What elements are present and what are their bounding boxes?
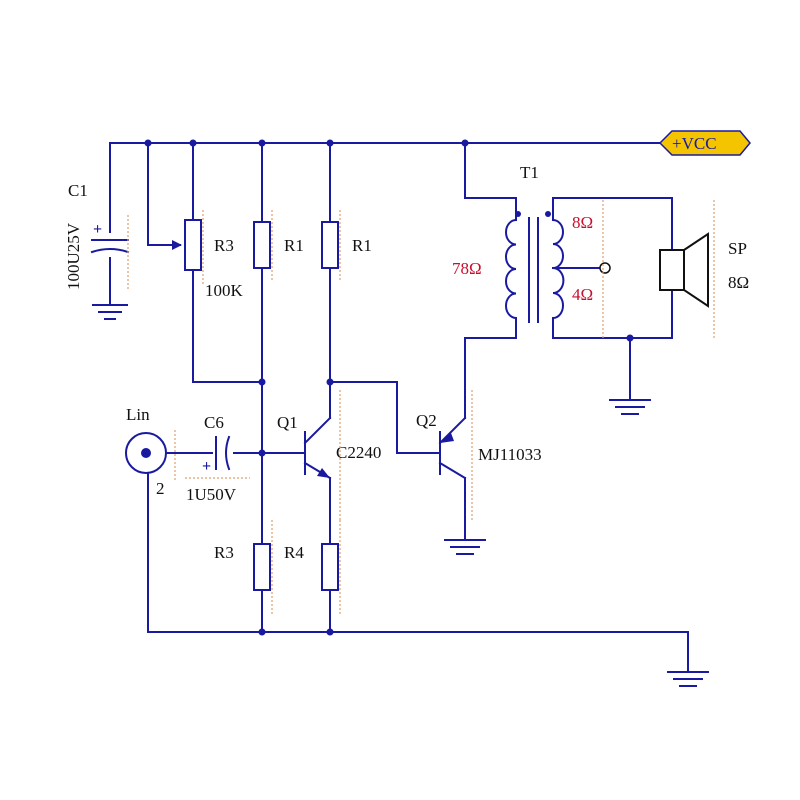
wires xyxy=(109,142,689,673)
q1-value: C2240 xyxy=(336,443,381,462)
r3-pot-value: 100K xyxy=(205,281,244,300)
speaker-value: 8Ω xyxy=(728,273,749,292)
resistor-r1-left: R1 xyxy=(253,210,304,280)
ground-c1 xyxy=(92,304,128,320)
q1-ref: Q1 xyxy=(277,413,298,432)
r4-ref: R4 xyxy=(284,543,304,562)
vcc-label: +VCC xyxy=(672,134,717,153)
junction-dots xyxy=(144,139,634,636)
c1-plus-sign: + xyxy=(93,221,102,238)
r1-right-ref: R1 xyxy=(352,236,372,255)
potentiometer-r3: R3 100K xyxy=(172,210,244,300)
c6-value: 1U50V xyxy=(186,485,237,504)
ground-speaker xyxy=(609,399,651,415)
c1-ref: C1 xyxy=(68,181,88,200)
speaker-sp: SP 8Ω xyxy=(659,200,749,340)
t1-secondary-top-value: 8Ω xyxy=(572,213,593,232)
transistor-q2: Q2 MJ11033 xyxy=(416,390,542,520)
r3-pot-ref: R3 xyxy=(214,236,234,255)
q2-ref: Q2 xyxy=(416,411,437,430)
lin-pin: 2 xyxy=(156,479,165,498)
ground-main xyxy=(667,671,709,687)
c6-ref: C6 xyxy=(204,413,224,432)
speaker-ref: SP xyxy=(728,239,747,258)
r1-left-ref: R1 xyxy=(284,236,304,255)
t1-secondary-bottom-value: 4Ω xyxy=(572,285,593,304)
capacitor-c6: + C6 1U50V xyxy=(185,413,250,504)
lin-ref: Lin xyxy=(126,405,150,424)
resistor-r1-right: R1 xyxy=(321,210,372,280)
c6-plus-sign: + xyxy=(202,458,211,475)
transistor-q1: Q1 C2240 xyxy=(277,390,381,520)
ground-q2 xyxy=(444,539,486,555)
resistor-r4: R4 xyxy=(284,520,341,615)
transformer-t1: T1 78Ω 8Ω 4Ω xyxy=(452,163,611,340)
r3-bottom-ref: R3 xyxy=(214,543,234,562)
capacitor-c1: + C1 100U25V xyxy=(64,181,130,290)
t1-primary-value: 78Ω xyxy=(452,259,482,278)
c1-value: 100U25V xyxy=(64,222,83,290)
resistor-r3-bottom: R3 xyxy=(214,520,273,615)
q2-value: MJ11033 xyxy=(478,445,542,464)
t1-ref: T1 xyxy=(520,163,539,182)
input-connector-lin: Lin 2 xyxy=(125,405,176,498)
vcc-power-port: +VCC xyxy=(658,130,751,156)
